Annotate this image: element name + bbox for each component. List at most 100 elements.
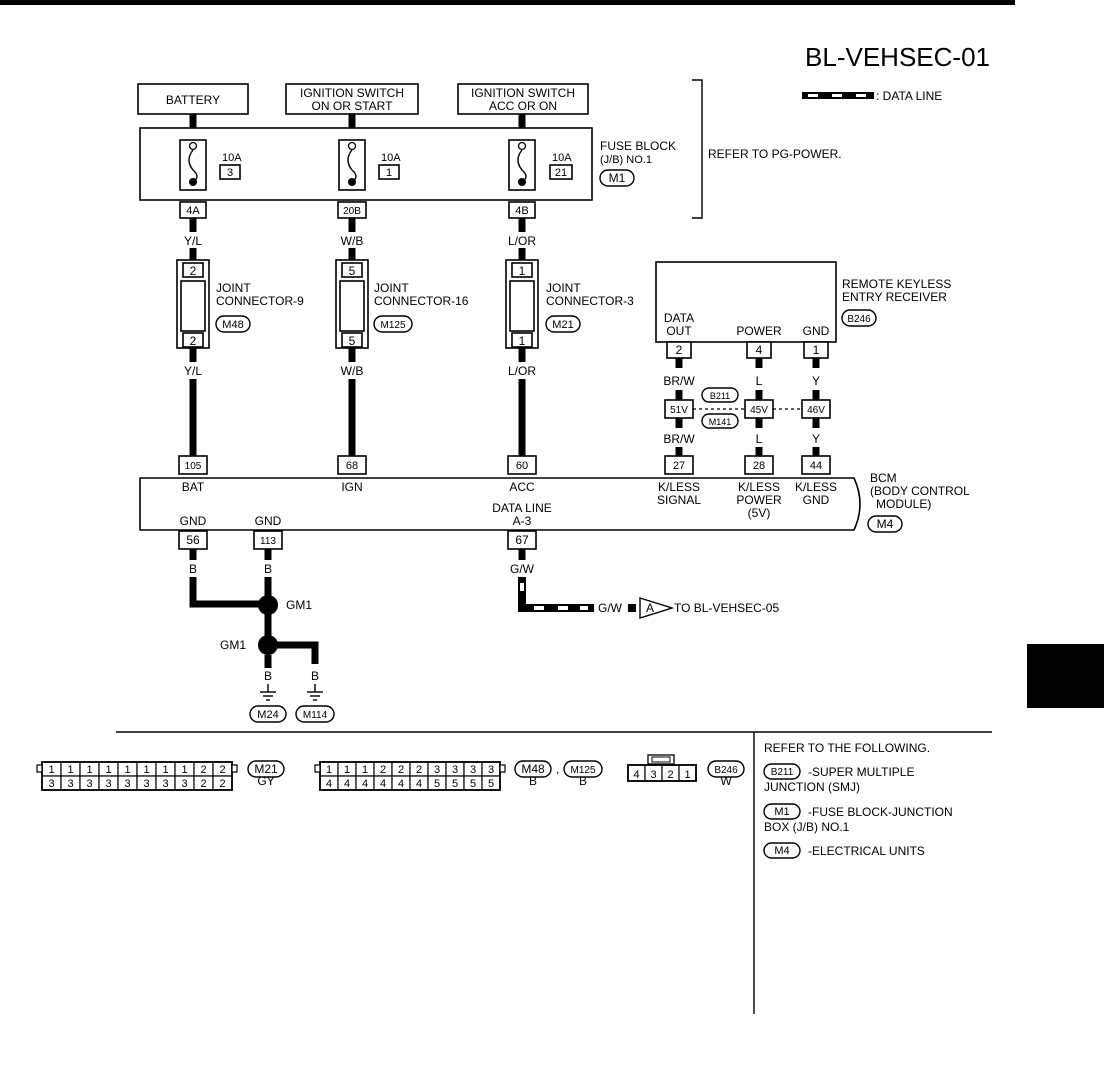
- cavity-number: 4: [380, 778, 386, 790]
- svg-text:,: ,: [556, 762, 559, 776]
- svg-text:46V: 46V: [807, 405, 825, 416]
- svg-text:BR/W: BR/W: [663, 374, 695, 388]
- svg-text:67: 67: [515, 533, 529, 547]
- svg-text:FUSE BLOCK: FUSE BLOCK: [600, 139, 676, 153]
- svg-text:IGNITION SWITCH: IGNITION SWITCH: [471, 86, 575, 100]
- svg-text:IGNITION SWITCH: IGNITION SWITCH: [300, 86, 404, 100]
- svg-text:5: 5: [349, 334, 356, 348]
- fuse-block-connector-m1: M1: [599, 169, 635, 187]
- svg-text:M125: M125: [380, 320, 405, 331]
- svg-text:A: A: [646, 601, 654, 615]
- fuse-21: 10A 21: [508, 139, 573, 191]
- splice-gm1-upper: [258, 595, 278, 615]
- svg-text:M1: M1: [609, 171, 626, 185]
- cavity-number: 3: [470, 764, 476, 776]
- cavity-number: 1: [326, 764, 332, 776]
- svg-text:L: L: [756, 374, 763, 388]
- cavity-number: 2: [219, 764, 225, 776]
- svg-text:G/W: G/W: [510, 562, 535, 576]
- svg-text:BR/W: BR/W: [663, 432, 695, 446]
- svg-text:1: 1: [519, 334, 526, 348]
- cavity-number: 4: [633, 769, 639, 781]
- svg-text:GND: GND: [803, 493, 830, 507]
- cavity-number: 1: [181, 764, 187, 776]
- svg-text:45V: 45V: [750, 405, 768, 416]
- svg-text:Y/L: Y/L: [184, 364, 202, 378]
- svg-text:B246: B246: [847, 314, 871, 325]
- page-title: BL-VEHSEC-01: [805, 42, 990, 72]
- svg-text:POWER: POWER: [736, 493, 782, 507]
- svg-text:B211: B211: [771, 767, 794, 778]
- svg-text:CONNECTOR-16: CONNECTOR-16: [374, 294, 469, 308]
- ignition-on-start-box: IGNITION SWITCH ON OR START: [285, 83, 419, 115]
- svg-text:M114: M114: [303, 710, 328, 721]
- svg-text:B246: B246: [714, 765, 738, 776]
- joint-connector-3: 1 1 JOINT CONNECTOR-3 M21: [505, 259, 634, 349]
- cavity-number: 1: [86, 764, 92, 776]
- svg-text:MODULE): MODULE): [876, 497, 931, 511]
- cavity-number: 4: [326, 778, 332, 790]
- refer-pg-power: REFER TO PG-POWER.: [708, 147, 842, 161]
- svg-text:(5V): (5V): [748, 506, 771, 520]
- svg-text:JUNCTION (SMJ): JUNCTION (SMJ): [764, 780, 860, 794]
- svg-text:B211: B211: [710, 391, 730, 401]
- svg-text:M4: M4: [877, 517, 894, 531]
- svg-text:W: W: [720, 774, 732, 788]
- svg-text:27: 27: [673, 460, 685, 472]
- svg-text:ACC: ACC: [509, 480, 535, 494]
- bcm-module: BAT IGN ACC K/LESS SIGNAL K/LESS POWER (…: [139, 471, 970, 533]
- cavity-number: 1: [124, 764, 130, 776]
- svg-text:(BODY CONTROL: (BODY CONTROL: [870, 484, 970, 498]
- svg-text:1: 1: [386, 167, 392, 179]
- cavity-number: 1: [684, 769, 690, 781]
- svg-text:B: B: [311, 669, 319, 683]
- svg-text:M21: M21: [552, 319, 573, 331]
- svg-text:GM1: GM1: [286, 598, 312, 612]
- svg-text:4B: 4B: [515, 205, 528, 217]
- svg-text:1: 1: [813, 343, 820, 357]
- svg-text:28: 28: [753, 460, 765, 472]
- svg-text:M24: M24: [257, 709, 278, 721]
- section-tab: [1027, 644, 1104, 708]
- svg-text:10A: 10A: [381, 152, 401, 164]
- svg-text:GND: GND: [803, 324, 830, 338]
- cavity-number: 3: [650, 769, 656, 781]
- svg-text:REFER TO THE FOLLOWING.: REFER TO THE FOLLOWING.: [764, 741, 930, 755]
- svg-text:SIGNAL: SIGNAL: [657, 493, 701, 507]
- cavity-number: 5: [434, 778, 440, 790]
- cavity-number: 2: [200, 778, 206, 790]
- svg-text:M1: M1: [774, 806, 789, 818]
- svg-text:21: 21: [555, 167, 567, 179]
- svg-text:B: B: [264, 669, 272, 683]
- svg-text:105: 105: [185, 461, 202, 472]
- cavity-number: 3: [48, 778, 54, 790]
- refer-following-panel: REFER TO THE FOLLOWING. B211 -SUPER MULT…: [763, 741, 953, 859]
- svg-text:POWER: POWER: [736, 324, 782, 338]
- svg-text:L: L: [756, 432, 763, 446]
- svg-text:68: 68: [346, 460, 358, 472]
- cavity-number: 4: [362, 778, 368, 790]
- cavity-number: 3: [488, 764, 494, 776]
- svg-text:56: 56: [186, 533, 200, 547]
- svg-text:M125: M125: [570, 765, 595, 776]
- svg-text:GND: GND: [255, 514, 282, 528]
- cavity-number: 3: [67, 778, 73, 790]
- cavity-number: 5: [470, 778, 476, 790]
- svg-text:GND: GND: [180, 514, 207, 528]
- svg-text:51V: 51V: [670, 405, 688, 416]
- svg-text:BATTERY: BATTERY: [166, 93, 220, 107]
- cavity-number: 3: [124, 778, 130, 790]
- cavity-number: 3: [434, 764, 440, 776]
- svg-text:M48: M48: [222, 319, 243, 331]
- svg-text:2: 2: [190, 264, 197, 278]
- cavity-number: 3: [162, 778, 168, 790]
- svg-text:3: 3: [227, 167, 233, 179]
- cavity-number: 4: [416, 778, 422, 790]
- cavity-number: 2: [219, 778, 225, 790]
- svg-text:B: B: [189, 562, 197, 576]
- svg-text:1: 1: [519, 264, 526, 278]
